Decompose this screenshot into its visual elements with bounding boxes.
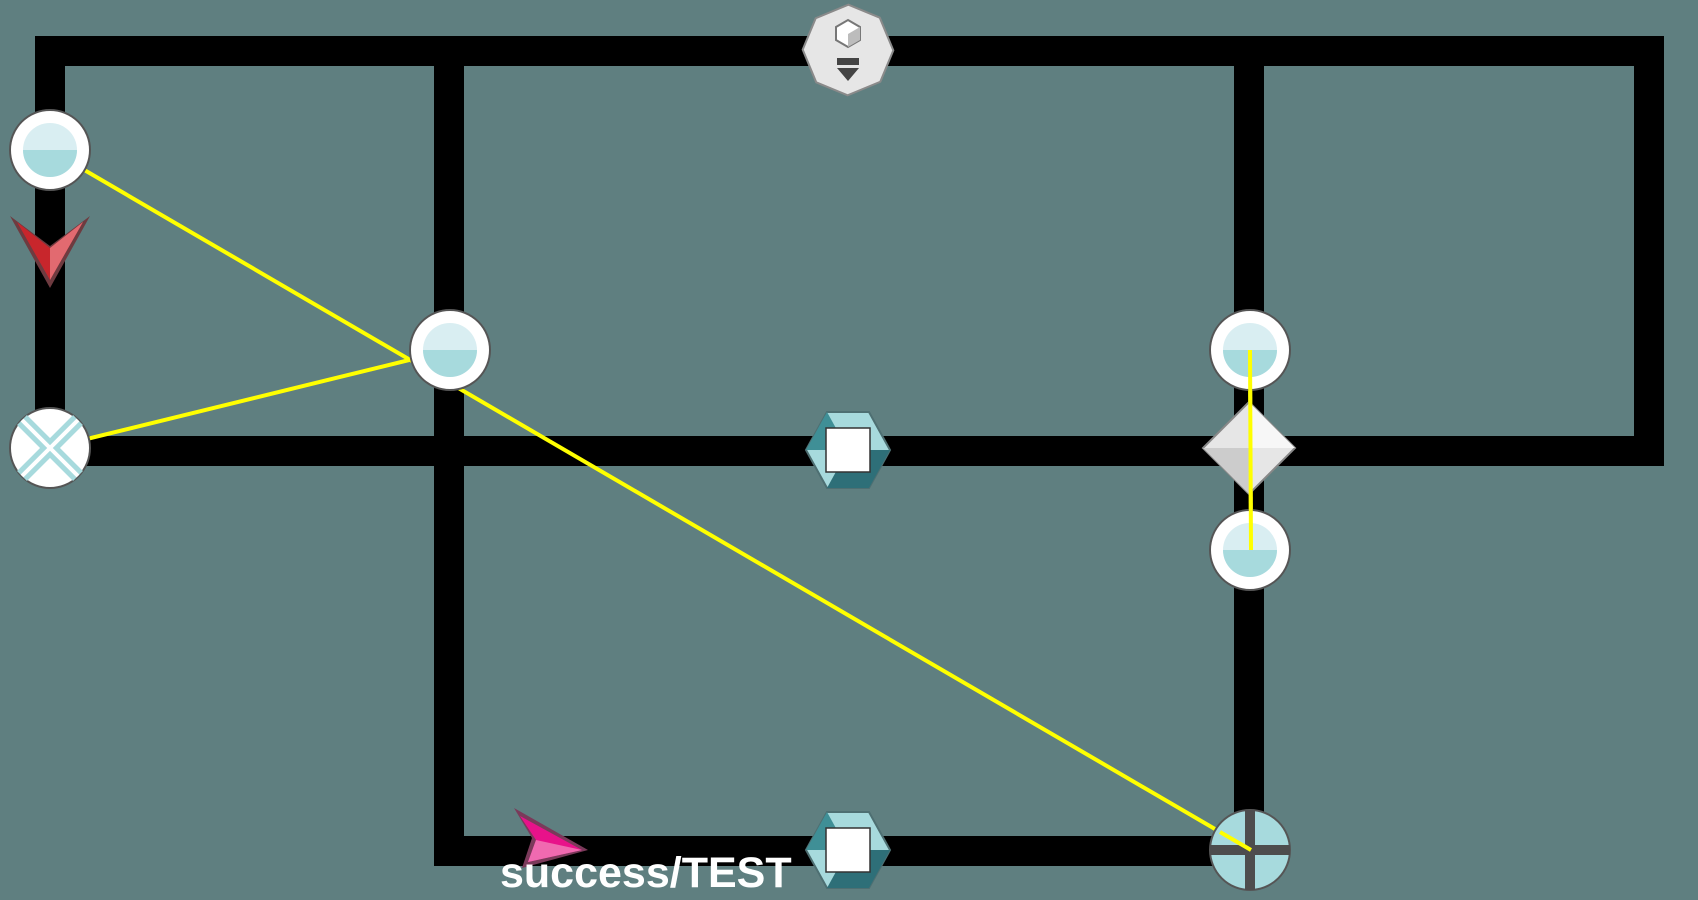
link-line [49, 348, 451, 450]
x-switch-icon[interactable] [9, 407, 91, 489]
pink-arrow-agent-icon[interactable] [514, 808, 588, 868]
red-arrow-agent-icon[interactable] [10, 216, 90, 288]
status-text: success/TEST [500, 849, 792, 897]
station-top-left[interactable] [9, 109, 91, 191]
link-lines [48, 148, 1253, 852]
station-center-left[interactable] [409, 309, 491, 391]
link-line [1218, 830, 1253, 852]
octagon-dispenser-icon[interactable] [793, 0, 903, 105]
track-col-a [434, 36, 464, 866]
track-right [1634, 36, 1664, 466]
link-line [1248, 349, 1253, 551]
hexagon-block-icon[interactable] [804, 811, 892, 889]
hexagon-block-icon[interactable] [804, 411, 892, 489]
link-line [48, 148, 1253, 852]
